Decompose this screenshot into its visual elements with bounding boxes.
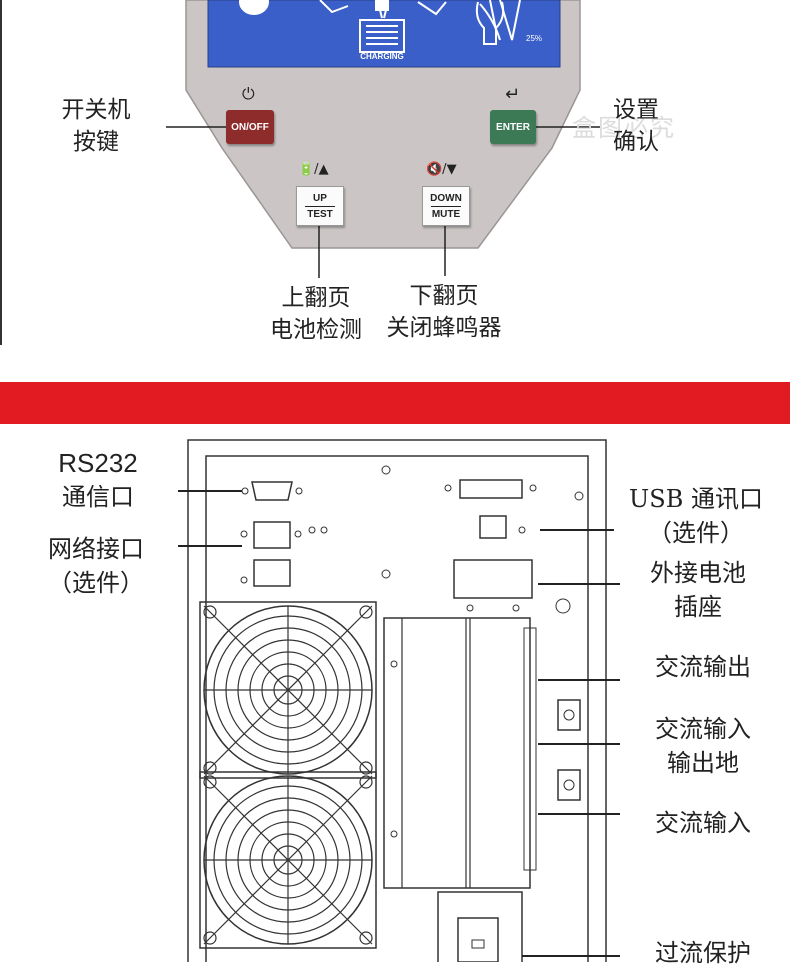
ground-label: 交流输入 <box>655 715 751 743</box>
battery-charging-icon <box>359 9 405 53</box>
down-mute-button[interactable]: DOWN MUTE <box>422 186 470 226</box>
usb-port <box>479 515 507 539</box>
up-label: UP <box>313 192 327 204</box>
lcd-icons <box>239 0 521 41</box>
rs232-callout: RS232 通信口 <box>38 446 158 514</box>
up-callout: 上翻页 电池检测 <box>258 282 374 346</box>
onoff-callout: 开关机 按键 <box>56 94 136 158</box>
rs232-label: RS232 <box>58 448 138 478</box>
enter-arrow-icon: ↵ <box>505 84 521 105</box>
battery-test-up-icon: 🔋/▲ <box>298 162 329 177</box>
usb-callout: USB 通讯口 （选件） <box>616 482 776 550</box>
callout-line: 设置 <box>613 97 659 123</box>
test-label: TEST <box>307 208 333 220</box>
callout-line: 开关机 <box>61 97 131 123</box>
section-divider <box>0 382 790 424</box>
button-separator <box>431 205 461 207</box>
charging-text: CHARGING <box>360 52 404 61</box>
button-separator <box>305 205 335 207</box>
up-test-button[interactable]: UP TEST <box>296 186 344 226</box>
rs232-sublabel: 通信口 <box>62 483 134 511</box>
enter-callout: 设置 确认 <box>604 94 668 158</box>
ground-sublabel: 输出地 <box>667 749 739 777</box>
bulb-icon <box>475 1 505 45</box>
callout-line: 电池检测 <box>270 317 362 343</box>
callout-line: 上翻页 <box>281 285 351 311</box>
battery-callout: 外接电池 插座 <box>628 556 768 624</box>
ac-input-callout: 交流输入 <box>655 809 751 837</box>
usb-sublabel: （选件） <box>648 519 744 547</box>
callout-line: 下翻页 <box>409 283 479 309</box>
callout-line: 确认 <box>613 129 659 155</box>
callout-line: 关闭蜂鸣器 <box>386 315 502 341</box>
battery-socket <box>453 559 533 599</box>
usb-label: USB 通讯口 <box>629 485 763 513</box>
battery-label: 外接电池 <box>650 559 746 587</box>
network-port-1 <box>253 521 291 549</box>
network-callout: 网络接口 （选件） <box>30 532 162 600</box>
network-port-2 <box>253 559 291 587</box>
ground-callout: 交流输入 输出地 <box>628 712 778 780</box>
fan-top <box>199 601 377 779</box>
mute-label: MUTE <box>431 208 461 220</box>
fan-bottom <box>199 771 377 949</box>
watermark: 盒图必究 <box>572 114 676 142</box>
breaker <box>437 891 523 962</box>
enter-button[interactable]: ENTER <box>490 110 536 144</box>
control-panel-illustration <box>0 0 600 345</box>
mute-down-icon: 🔇/▼ <box>426 162 457 177</box>
terminal-block <box>383 617 531 889</box>
ac-output-callout: 交流输出 <box>655 653 751 681</box>
network-sublabel: （选件） <box>48 569 144 597</box>
power-icon: ⏻ <box>242 84 255 103</box>
rear-panel-illustration <box>178 439 620 962</box>
down-label: DOWN <box>430 192 462 204</box>
battery-sublabel: 插座 <box>674 593 722 621</box>
down-callout: 下翻页 关闭蜂鸣器 <box>382 280 506 344</box>
overcurrent-callout: 过流保护 <box>655 939 751 967</box>
battery-percent-text: 25% <box>526 34 543 43</box>
callout-line: 按键 <box>73 129 119 155</box>
onoff-button[interactable]: ON/OFF <box>226 110 274 144</box>
network-label: 网络接口 <box>48 535 144 563</box>
